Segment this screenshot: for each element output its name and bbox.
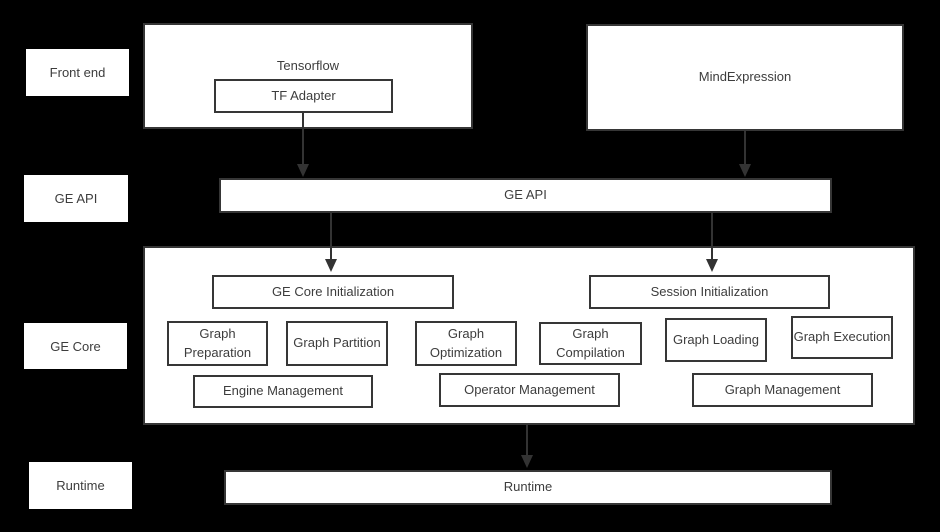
arrow-tf-adapter-to-ge-api [297, 113, 309, 177]
graph-loading-box: Graph Loading [665, 318, 767, 362]
side-label-front-end-text: Front end [49, 65, 106, 80]
engine-management-box: Engine Management [193, 375, 373, 408]
arrow-shaft [711, 213, 713, 261]
graph-compilation-label: Graph Compilation [556, 325, 625, 360]
arrow-shaft [330, 213, 332, 261]
tf-adapter-label: TF Adapter [271, 87, 336, 103]
arrow-ge-api-to-session-initialization [706, 213, 718, 272]
ge-api-bar: GE API [219, 178, 832, 213]
side-label-ge-core: GE Core [24, 323, 127, 369]
graph-compilation-box: Graph Compilation [539, 322, 642, 365]
ge-core-container: GE Core Initialization Session Initializ… [143, 246, 915, 425]
arrow-mindexpression-to-ge-api [739, 131, 751, 177]
session-initialization-box: Session Initialization [589, 275, 830, 309]
graph-optimization-label: Graph Optimization [429, 325, 503, 360]
side-label-runtime: Runtime [29, 462, 132, 509]
side-label-ge-api-text: GE API [54, 191, 98, 206]
runtime-label: Runtime [503, 479, 553, 495]
arrow-ge-api-to-ge-core-initialization [325, 213, 337, 272]
graph-execution-box: Graph Execution [791, 316, 893, 359]
arrow-shaft [744, 131, 746, 166]
arrow-shaft [526, 425, 528, 457]
arrow-head-icon [739, 164, 751, 177]
tf-adapter-box: TF Adapter [214, 79, 393, 113]
graph-management-label: Graph Management [724, 381, 841, 397]
arrow-head-icon [297, 164, 309, 177]
engine-management-label: Engine Management [223, 383, 343, 399]
arrow-head-icon [706, 259, 718, 272]
ge-core-initialization-label: GE Core Initialization [271, 283, 395, 299]
operator-management-box: Operator Management [439, 373, 620, 407]
arrow-head-icon [325, 259, 337, 272]
ge-core-initialization-box: GE Core Initialization [212, 275, 454, 309]
mindexpression-label: MindExpression [698, 69, 792, 85]
graph-preparation-box: Graph Preparation [167, 321, 268, 366]
operator-management-label: Operator Management [464, 381, 595, 397]
arrow-head-icon [521, 455, 533, 468]
tensorflow-label: Tensorflow [276, 58, 340, 73]
arrow-ge-core-to-runtime [521, 425, 533, 468]
tensorflow-box: Tensorflow TF Adapter [143, 23, 473, 129]
graph-partition-box: Graph Partition [286, 321, 388, 366]
arrow-shaft [302, 113, 304, 166]
mindexpression-box: MindExpression [586, 24, 904, 131]
graph-partition-label: Graph Partition [293, 335, 381, 351]
session-initialization-label: Session Initialization [650, 283, 769, 299]
graph-execution-label: Graph Execution [793, 329, 891, 345]
side-label-front-end: Front end [26, 49, 129, 96]
side-label-runtime-text: Runtime [56, 478, 105, 493]
graph-optimization-box: Graph Optimization [415, 321, 517, 366]
side-label-ge-api: GE API [24, 175, 128, 222]
graph-management-box: Graph Management [692, 373, 873, 407]
side-label-ge-core-text: GE Core [50, 338, 101, 354]
ge-api-label: GE API [504, 187, 547, 203]
runtime-bar: Runtime [224, 470, 832, 505]
graph-preparation-label: Graph Preparation [183, 325, 252, 360]
graph-loading-label: Graph Loading [672, 331, 759, 347]
